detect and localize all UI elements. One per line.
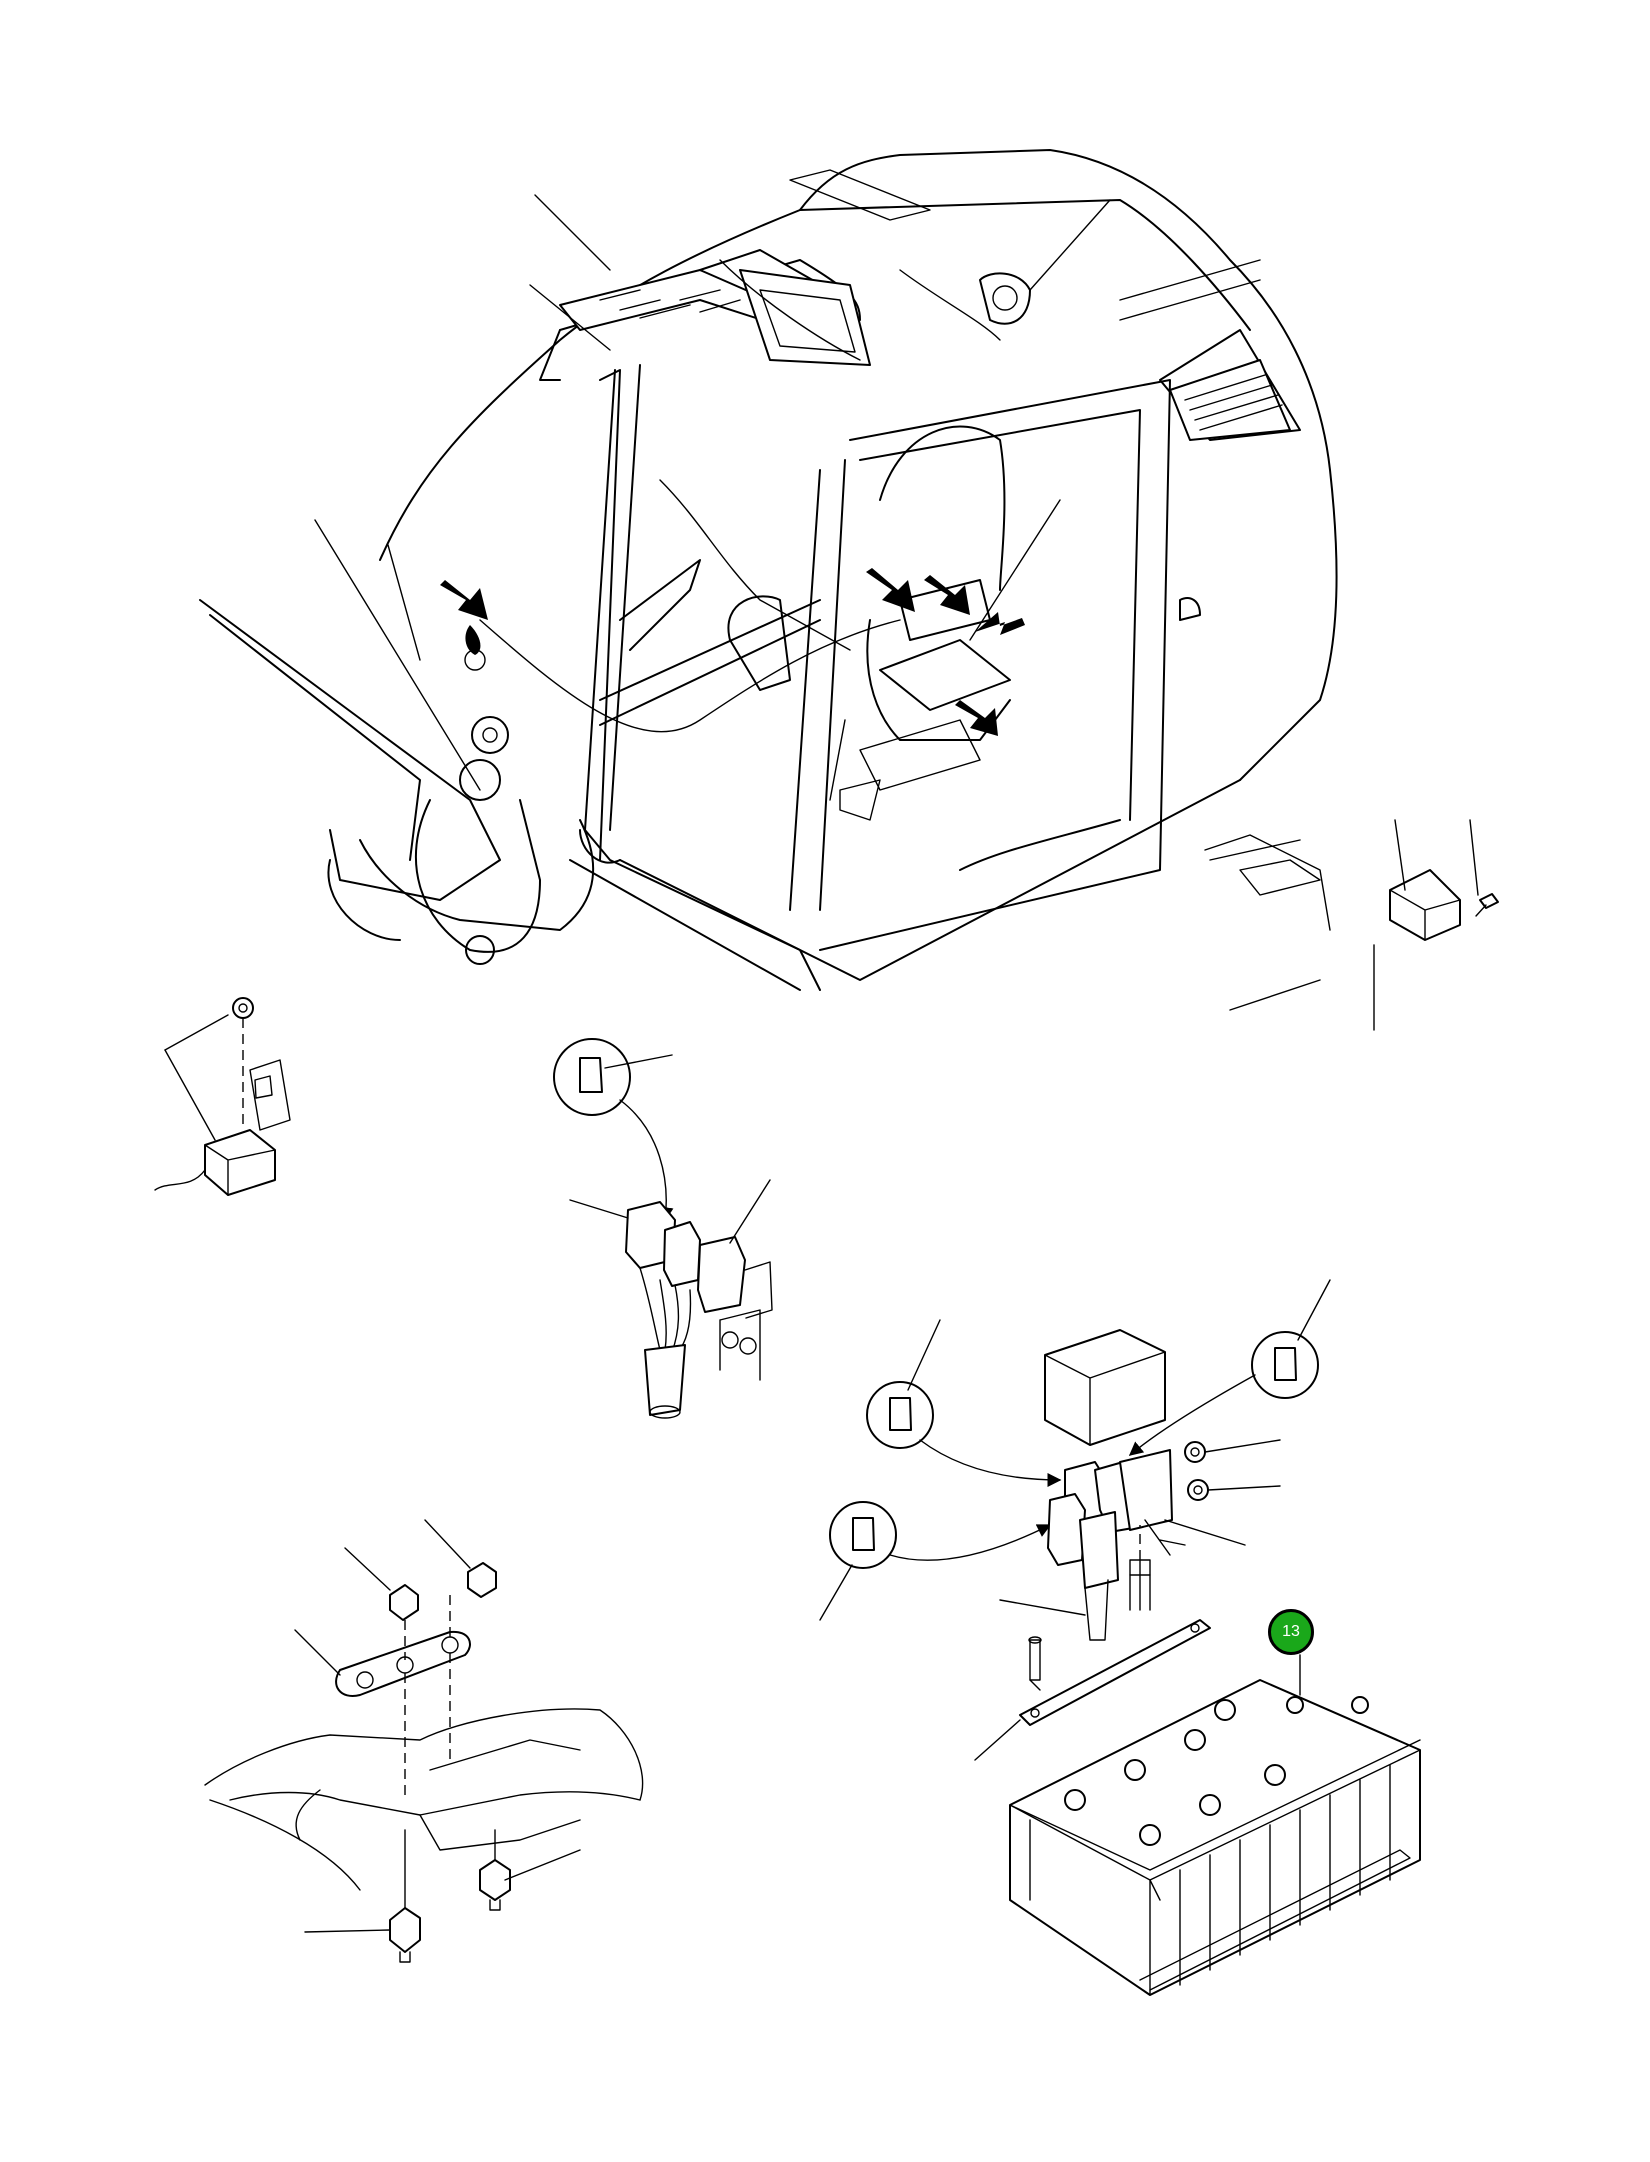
switch-panel-detail <box>1204 819 1499 1031</box>
part-callout-13[interactable]: 13 <box>1268 1609 1314 1655</box>
cab-leader-lines <box>314 194 1111 791</box>
connector-bracket-detail <box>204 1519 644 1963</box>
battery-relay-detail <box>819 1279 1421 1996</box>
relay-assembly-detail <box>553 1038 773 1419</box>
pointer-arrow-group <box>440 568 1025 736</box>
cab-assembly <box>199 149 1338 991</box>
bolt-switch-detail <box>154 997 291 1196</box>
